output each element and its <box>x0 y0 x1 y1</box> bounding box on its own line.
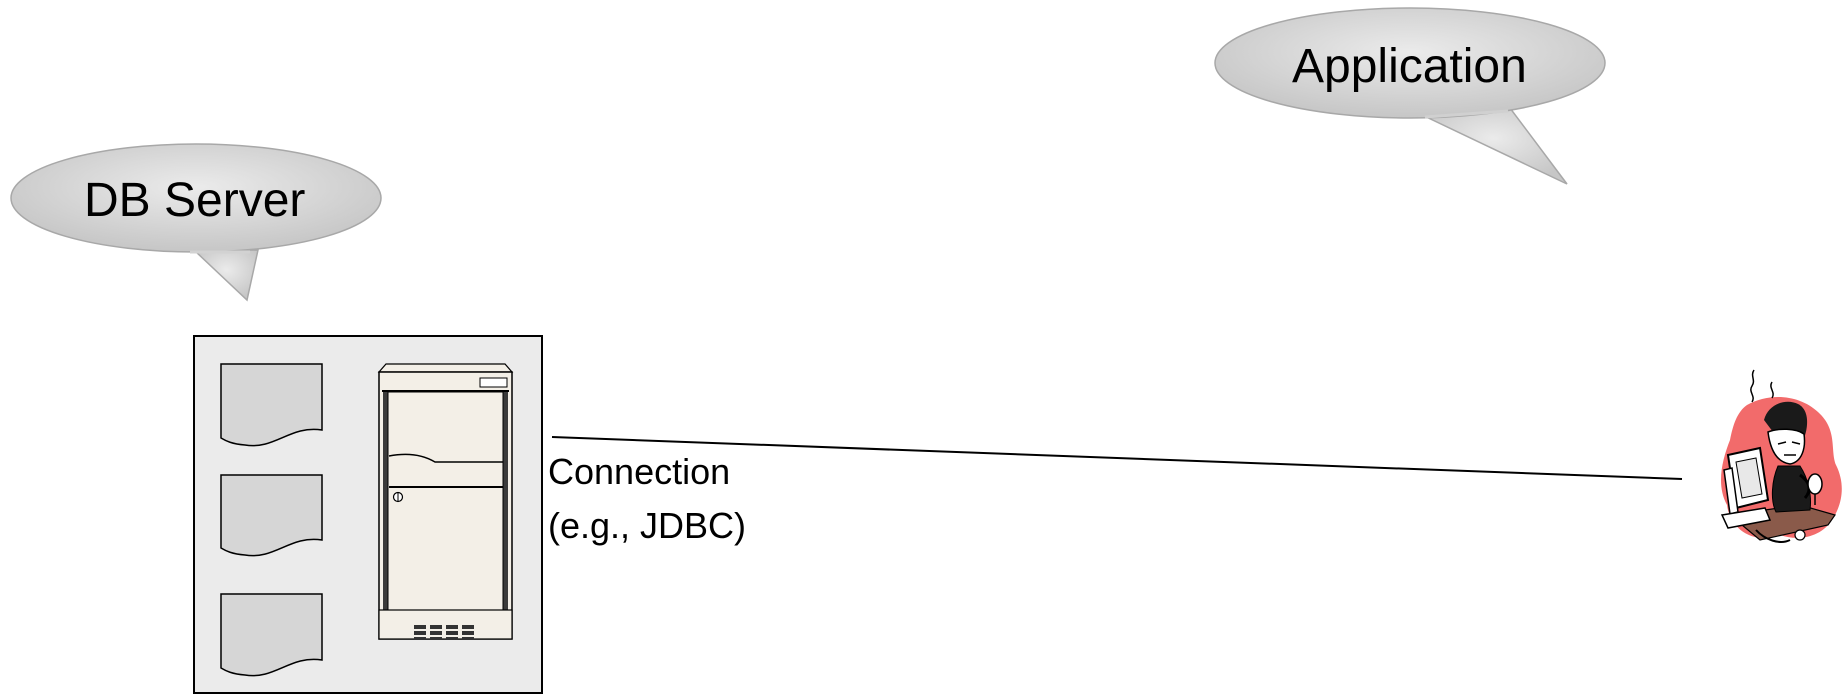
server-cabinet-icon <box>377 363 514 640</box>
document-icon <box>220 474 323 557</box>
document-icon <box>220 593 323 677</box>
db-server-box <box>193 335 543 694</box>
db-server-bubble <box>10 143 382 302</box>
user-at-computer-icon <box>1720 369 1842 543</box>
connection-label: Connection (e.g., JDBC) <box>548 445 746 553</box>
db-server-label: DB Server <box>84 174 306 227</box>
application-label: Application <box>1292 40 1527 93</box>
connection-label-line1: Connection <box>548 451 731 492</box>
connection-label-line2: (e.g., JDBC) <box>548 505 747 546</box>
document-icon <box>220 363 323 447</box>
application-bubble <box>1214 7 1606 185</box>
connection-line <box>551 436 1683 480</box>
